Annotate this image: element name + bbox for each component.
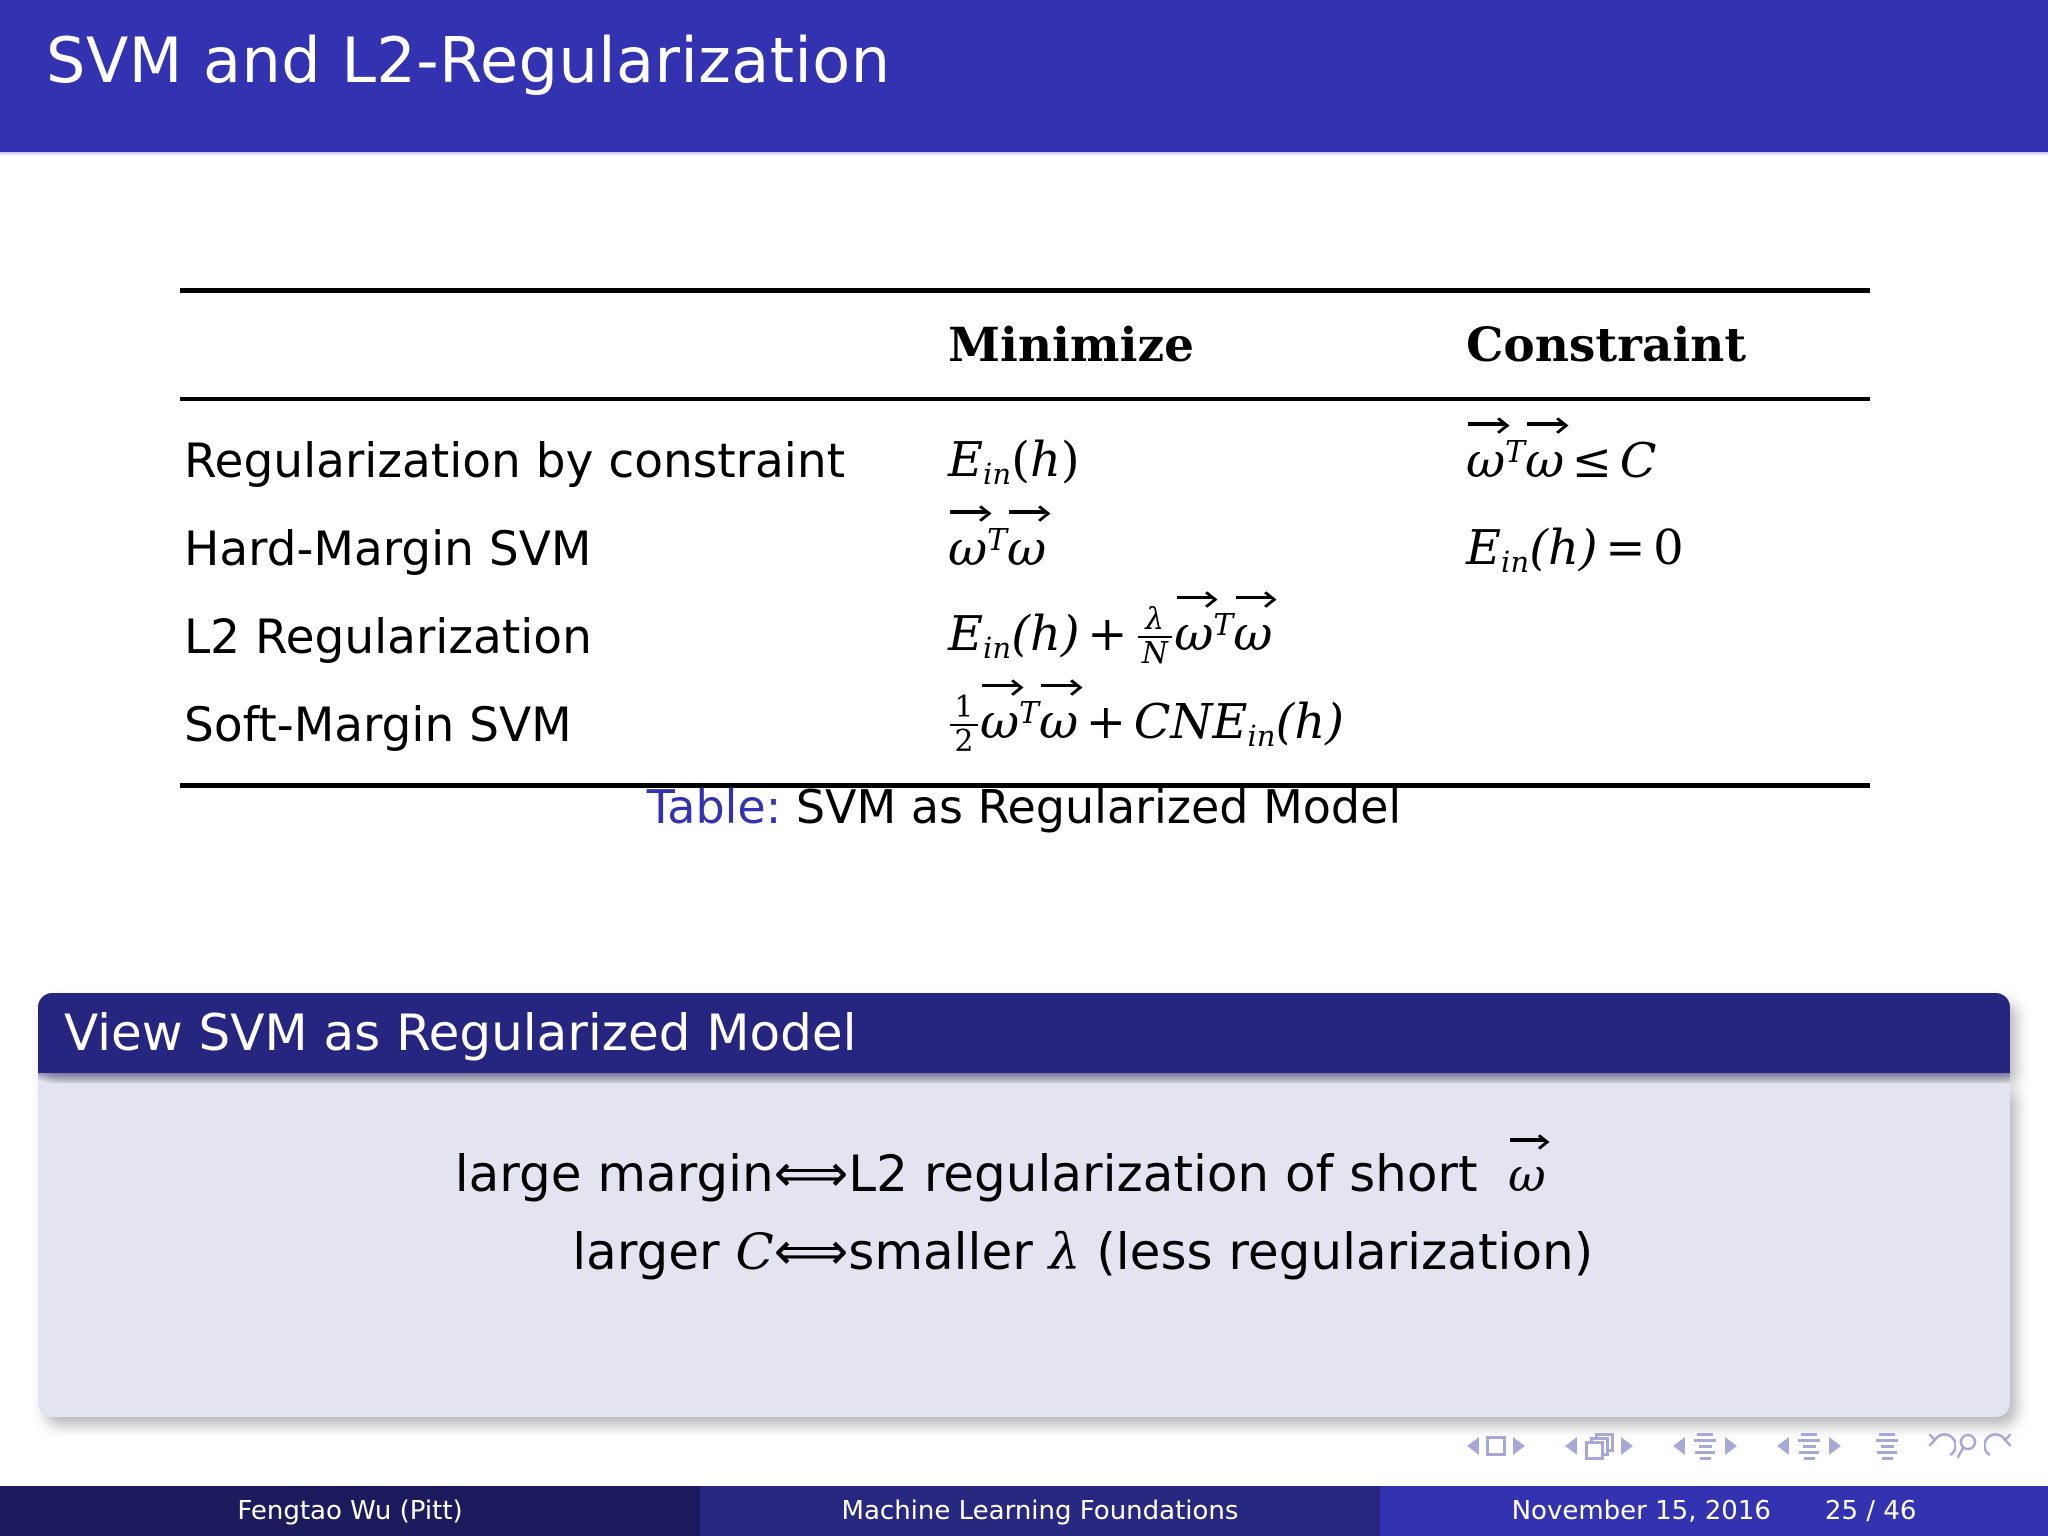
column-header-constraint: Constraint <box>1466 317 1747 373</box>
frame-navigation-group[interactable] <box>1558 1433 1640 1460</box>
block-title-bar: View SVM as Regularized Model <box>38 993 2010 1073</box>
document-icon[interactable] <box>1874 1432 1900 1460</box>
row-constraint-hard-margin-svm: Ein(h)=0 <box>1466 520 1684 580</box>
highlight-block: View SVM as Regularized Model large marg… <box>38 993 2010 1417</box>
slide-title-bar: SVM and L2-Regularization <box>0 0 2048 152</box>
symbol-C: C <box>735 1223 774 1281</box>
back-icon[interactable] <box>1926 1432 1956 1460</box>
symbol-lambda: λ <box>1048 1223 1081 1281</box>
forward-icon[interactable] <box>1984 1432 2014 1460</box>
table-mid-rule <box>180 397 1870 401</box>
slide-current-icon[interactable] <box>1486 1436 1506 1456</box>
table-header-row: Minimize Constraint <box>180 293 1870 397</box>
frame-prev-icon[interactable] <box>1565 1437 1577 1455</box>
row-label-soft-margin-svm: Soft-Margin SVM <box>184 697 572 753</box>
row-label-hard-margin-svm: Hard-Margin SVM <box>184 521 592 577</box>
table-caption-text: SVM as Regularized Model <box>795 780 1402 834</box>
subsection-prev-icon[interactable] <box>1673 1437 1685 1455</box>
table-top-rule <box>180 288 1870 293</box>
equivalence-table: large margin ⟺ L2 regularization of shor… <box>455 1135 1593 1291</box>
block-title-shadow <box>38 1073 2010 1083</box>
table-row: Regularization by constraint Ein(h) ωTω≤… <box>180 401 1870 505</box>
section-navigation-group[interactable] <box>1770 1432 1848 1460</box>
back-search-forward-group[interactable] <box>1926 1432 2014 1460</box>
footer-author: Fengtao Wu (Pitt) <box>0 1486 700 1536</box>
table-row: Hard-Margin SVM ωTω Ein(h)=0 <box>180 505 1870 593</box>
equivalence-right-2-prefix: smaller <box>848 1223 1033 1281</box>
row-constraint-soft-margin-svm <box>1460 681 1870 783</box>
iff-arrow-icon: ⟺ <box>773 1144 849 1204</box>
equivalence-right-1-text: L2 regularization of short <box>848 1145 1478 1203</box>
footer-date: November 15, 2016 <box>1511 1496 1771 1526</box>
column-header-minimize: Minimize <box>948 317 1195 373</box>
slide-next-icon[interactable] <box>1513 1437 1525 1455</box>
subsection-next-icon[interactable] <box>1725 1437 1737 1455</box>
footer-page-number: 25 / 46 <box>1824 1496 1917 1526</box>
subsection-current-icon[interactable] <box>1692 1432 1718 1460</box>
frame-current-icon[interactable] <box>1584 1433 1614 1460</box>
section-next-icon[interactable] <box>1829 1437 1841 1455</box>
slide-prev-icon[interactable] <box>1467 1437 1479 1455</box>
equivalence-row: larger C ⟺ smaller λ (less regularizatio… <box>455 1213 1593 1291</box>
table-bottom-rule <box>180 783 1870 788</box>
block-inner: View SVM as Regularized Model large marg… <box>38 993 2010 1417</box>
section-current-icon[interactable] <box>1796 1432 1822 1460</box>
equivalence-right-2-suffix: (less regularization) <box>1096 1223 1594 1281</box>
table: Minimize Constraint <box>180 293 1870 397</box>
block-body: large margin ⟺ L2 regularization of shor… <box>38 1083 2010 1417</box>
slide-footer: Fengtao Wu (Pitt) Machine Learning Found… <box>0 1486 2048 1536</box>
column-header-blank <box>180 293 940 397</box>
section-prev-icon[interactable] <box>1777 1437 1789 1455</box>
block-title: View SVM as Regularized Model <box>64 1004 857 1062</box>
beamer-navigation-symbols[interactable] <box>1434 1432 2014 1460</box>
row-label-regularization-by-constraint: Regularization by constraint <box>184 433 846 489</box>
iff-arrow-icon: ⟺ <box>773 1222 849 1282</box>
regularization-table: Minimize Constraint Regularization by co… <box>180 288 1870 788</box>
footer-presentation-title: Machine Learning Foundations <box>700 1486 1380 1536</box>
row-label-l2-regularization: L2 Regularization <box>184 609 592 665</box>
subsection-navigation-group[interactable] <box>1666 1432 1744 1460</box>
equivalence-row: large margin ⟺ L2 regularization of shor… <box>455 1135 1593 1213</box>
row-minimize-hard-margin-svm: ωTω <box>948 510 1047 577</box>
slide-navigation-group[interactable] <box>1460 1436 1532 1456</box>
title-bar-shadow <box>0 152 2048 156</box>
table-body-table: Regularization by constraint Ein(h) ωTω≤… <box>180 401 1870 783</box>
table-caption-keyword: Table: <box>646 780 782 834</box>
table-head: Minimize Constraint <box>180 293 1870 397</box>
equivalence-left-1: large margin <box>454 1145 774 1203</box>
equivalence-left-2-text: larger <box>572 1223 720 1281</box>
equivalence-left-2: larger C <box>455 1213 774 1291</box>
page-title: SVM and L2-Regularization <box>46 24 891 97</box>
equivalence-right-2: smaller λ (less regularization) <box>848 1213 1593 1291</box>
frame-next-icon[interactable] <box>1621 1437 1633 1455</box>
document-navigation-group[interactable] <box>1874 1432 1900 1460</box>
search-icon[interactable] <box>1956 1432 1984 1460</box>
table-body: Regularization by constraint Ein(h) ωTω≤… <box>180 401 1870 783</box>
row-constraint-regularization-by-constraint: ωTω≤C <box>1466 422 1657 489</box>
row-constraint-l2-regularization <box>1460 593 1870 681</box>
footer-meta: November 15, 2016 25 / 46 <box>1380 1486 2048 1536</box>
row-minimize-regularization-by-constraint: Ein(h) <box>948 432 1080 492</box>
table-caption: Table: SVM as Regularized Model <box>0 780 2048 834</box>
equivalence-right-1: L2 regularization of short ω <box>848 1138 1546 1203</box>
